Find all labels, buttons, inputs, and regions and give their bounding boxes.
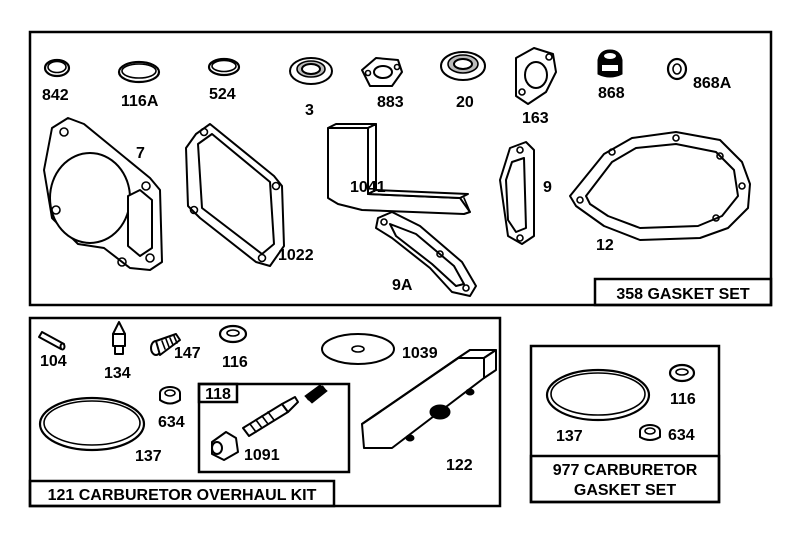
overhaul-kit-panel: 121 CARBURETOR OVERHAUL KIT <box>28 316 502 508</box>
part-label-1022: 1022 <box>278 247 314 264</box>
part-134: 134 <box>104 321 131 382</box>
part-label-116A: 116A <box>121 93 159 110</box>
gasket-set-frame <box>28 30 773 307</box>
part-3: 3 <box>289 57 333 119</box>
sub-kit-118-label: 118 <box>205 386 231 403</box>
part-116-carb-set: 116 <box>668 363 696 408</box>
overhaul-kit-caption: 121 CARBURETOR OVERHAUL KIT <box>48 487 317 504</box>
overhaul-kit-caption-box <box>28 479 336 508</box>
part-label-134: 134 <box>104 365 131 382</box>
carb-gasket-set-caption-box <box>529 454 721 504</box>
carb-gasket-set-caption-line1: 977 CARBURETOR <box>553 462 698 479</box>
part-883: 883 <box>361 57 404 111</box>
part-116-overhaul: 116 <box>218 324 248 371</box>
gasket-set-caption: 358 GASKET SET <box>616 286 750 303</box>
part-label-3: 3 <box>305 102 314 119</box>
part-label-137-carb-set: 137 <box>556 428 583 445</box>
carb-gasket-set-panel: 977 CARBURETOR GASKET SET <box>529 344 721 504</box>
carb-gasket-set-caption-line2: GASKET SET <box>574 482 676 499</box>
part-122: 122 <box>361 349 497 474</box>
part-label-122: 122 <box>446 457 473 474</box>
part-label-7: 7 <box>136 145 145 162</box>
part-9A: 9A <box>375 211 477 297</box>
part-label-163: 163 <box>522 110 549 127</box>
part-label-842: 842 <box>42 87 69 104</box>
part-label-12: 12 <box>596 237 614 254</box>
part-634-overhaul: 634 <box>158 386 185 431</box>
part-868A: 868A <box>666 57 732 92</box>
part-1039: 1039 <box>321 333 438 365</box>
part-163: 163 <box>515 47 557 127</box>
part-label-137-overhaul: 137 <box>135 448 162 465</box>
part-104: 104 <box>38 331 67 370</box>
part-label-1041: 1041 <box>350 179 386 196</box>
part-label-116-overhaul: 116 <box>222 354 248 371</box>
part-label-9: 9 <box>543 179 552 196</box>
part-label-1091: 1091 <box>244 447 280 464</box>
part-7: 7 <box>43 117 163 271</box>
part-20: 20 <box>440 51 486 111</box>
part-label-9A: 9A <box>392 277 413 294</box>
part-label-524: 524 <box>209 86 236 103</box>
sub-kit-118: 118 <box>197 382 351 474</box>
part-label-104: 104 <box>40 353 67 370</box>
gasket-set-caption-box <box>593 277 773 307</box>
part-634-carb-set: 634 <box>639 424 695 444</box>
part-label-634-overhaul: 634 <box>158 414 185 431</box>
part-label-868A: 868A <box>693 75 732 92</box>
part-524: 524 <box>207 57 241 103</box>
part-label-20: 20 <box>456 94 474 111</box>
gasket-set-panel: 358 GASKET SET <box>28 30 773 307</box>
part-137-carb-set: 137 <box>545 368 651 445</box>
part-842: 842 <box>42 58 71 104</box>
part-12: 12 <box>569 131 751 254</box>
part-1091: 1091 <box>211 396 299 464</box>
part-116A: 116A <box>117 60 161 110</box>
part-137-overhaul: 137 <box>38 396 162 465</box>
part-1022: 1022 <box>185 123 314 267</box>
part-label-883: 883 <box>377 94 404 111</box>
part-868: 868 <box>597 49 625 102</box>
part-1041: 1041 <box>327 123 471 215</box>
part-147: 147 <box>150 333 201 362</box>
part-label-1039: 1039 <box>402 345 438 362</box>
part-label-868: 868 <box>598 85 625 102</box>
part-spring <box>304 384 328 404</box>
sub-kit-118-tag <box>197 382 239 404</box>
part-label-634-carb-set: 634 <box>668 427 695 444</box>
part-label-116-carb-set: 116 <box>670 391 696 408</box>
part-label-147: 147 <box>174 345 201 362</box>
part-9: 9 <box>499 141 552 245</box>
sub-kit-118-frame <box>197 382 351 474</box>
